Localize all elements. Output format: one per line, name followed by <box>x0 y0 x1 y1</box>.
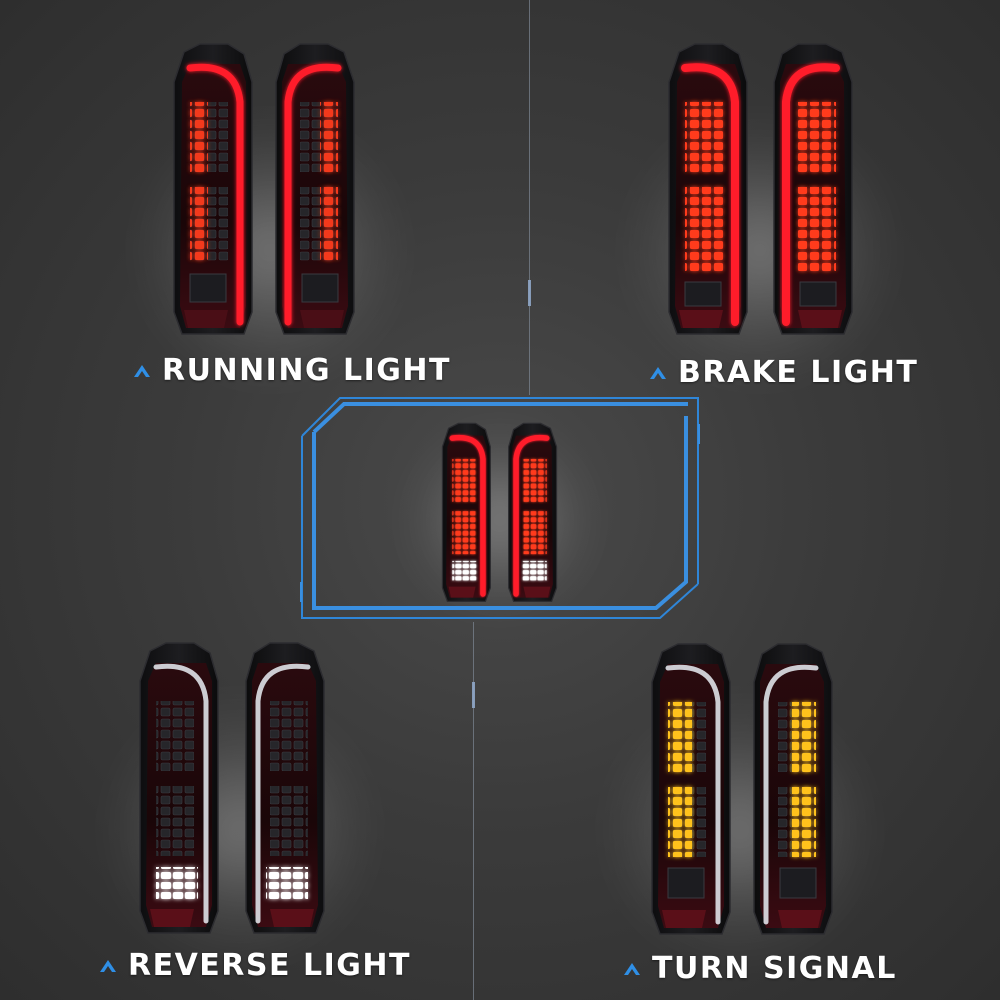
reverse-light-lamp-left <box>139 642 219 934</box>
caption-text: TURN SIGNAL <box>652 950 897 986</box>
caption-text: REVERSE LIGHT <box>128 947 411 983</box>
reverse-light-lamp-right <box>245 642 325 934</box>
combined-lamp-left <box>441 422 491 602</box>
brake-light-lamp-left <box>668 43 748 335</box>
turn-signal-lamp-left <box>651 643 731 935</box>
chevron-up-icon <box>134 365 150 377</box>
spotlight-center <box>400 420 600 620</box>
turn-signal-lamp-right <box>753 643 833 935</box>
caption-turn-signal: TURN SIGNAL <box>622 948 897 988</box>
chevron-up-icon <box>100 960 116 972</box>
spotlight-top-right <box>620 110 900 390</box>
divider-top <box>528 0 531 395</box>
divider-bottom <box>472 622 475 1000</box>
caption-text: BRAKE LIGHT <box>678 354 919 390</box>
caption-running-light: RUNNING LIGHT <box>132 350 451 390</box>
chevron-up-icon <box>624 963 640 975</box>
brake-light-lamp-right <box>773 43 853 335</box>
chevron-up-icon <box>650 367 666 379</box>
caption-text: RUNNING LIGHT <box>162 352 451 388</box>
combined-lamp-right <box>508 422 558 602</box>
running-light-lamp-right <box>275 43 355 335</box>
caption-brake-light: BRAKE LIGHT <box>648 352 918 392</box>
running-light-lamp-left <box>173 43 253 335</box>
center-highlight-frame <box>300 397 700 619</box>
spotlight-bottom-right <box>600 690 880 970</box>
caption-reverse-light: REVERSE LIGHT <box>98 945 411 985</box>
